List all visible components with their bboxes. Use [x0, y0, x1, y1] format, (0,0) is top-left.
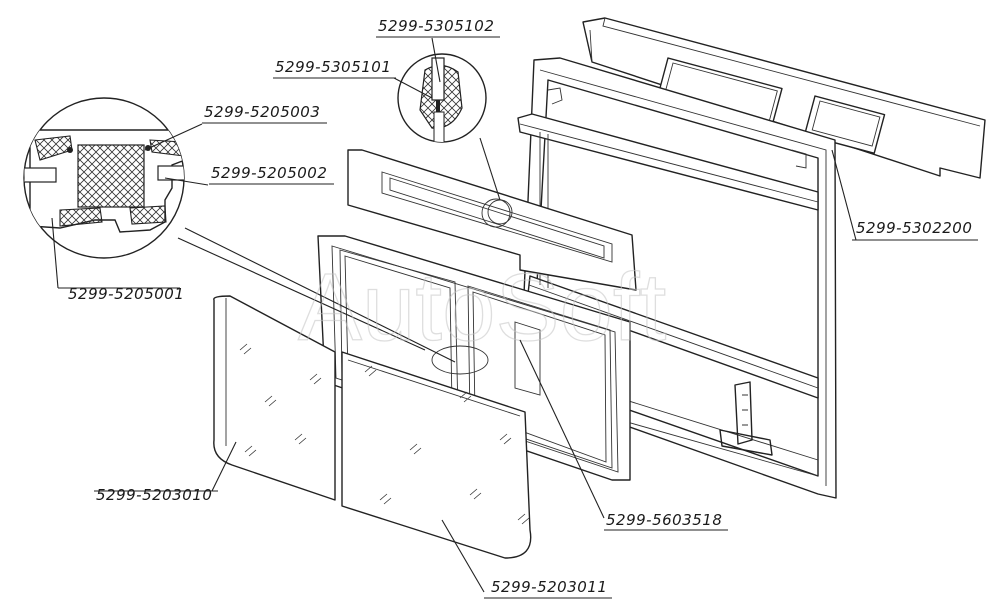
label-5299-5205002: 5299-5205002	[211, 164, 327, 182]
label-leaders	[51, 37, 857, 593]
label-5299-5203010: 5299-5203010	[96, 486, 212, 504]
label-5299-5305101: 5299-5305101	[275, 58, 391, 76]
seal-section-detail	[23, 97, 185, 259]
watermark: AutoSoft	[298, 254, 666, 361]
label-5299-5302200: 5299-5302200	[856, 219, 972, 237]
glass-panel-right	[341, 351, 532, 559]
label-5299-5205001: 5299-5205001	[68, 285, 184, 303]
label-5299-5205003: 5299-5205003	[204, 103, 320, 121]
label-5299-5203011: 5299-5203011	[491, 578, 607, 596]
label-5299-5603518: 5299-5603518	[606, 511, 722, 529]
inner-trim-panel	[347, 149, 637, 291]
detail-connector-lines	[177, 137, 513, 363]
part-labels: 5299-5305102 5299-5305101 5299-5205003 5…	[58, 17, 978, 599]
fastener-section-detail	[397, 53, 487, 143]
label-5299-5305102: 5299-5305102	[378, 17, 494, 35]
glass-panel-left	[213, 295, 336, 501]
